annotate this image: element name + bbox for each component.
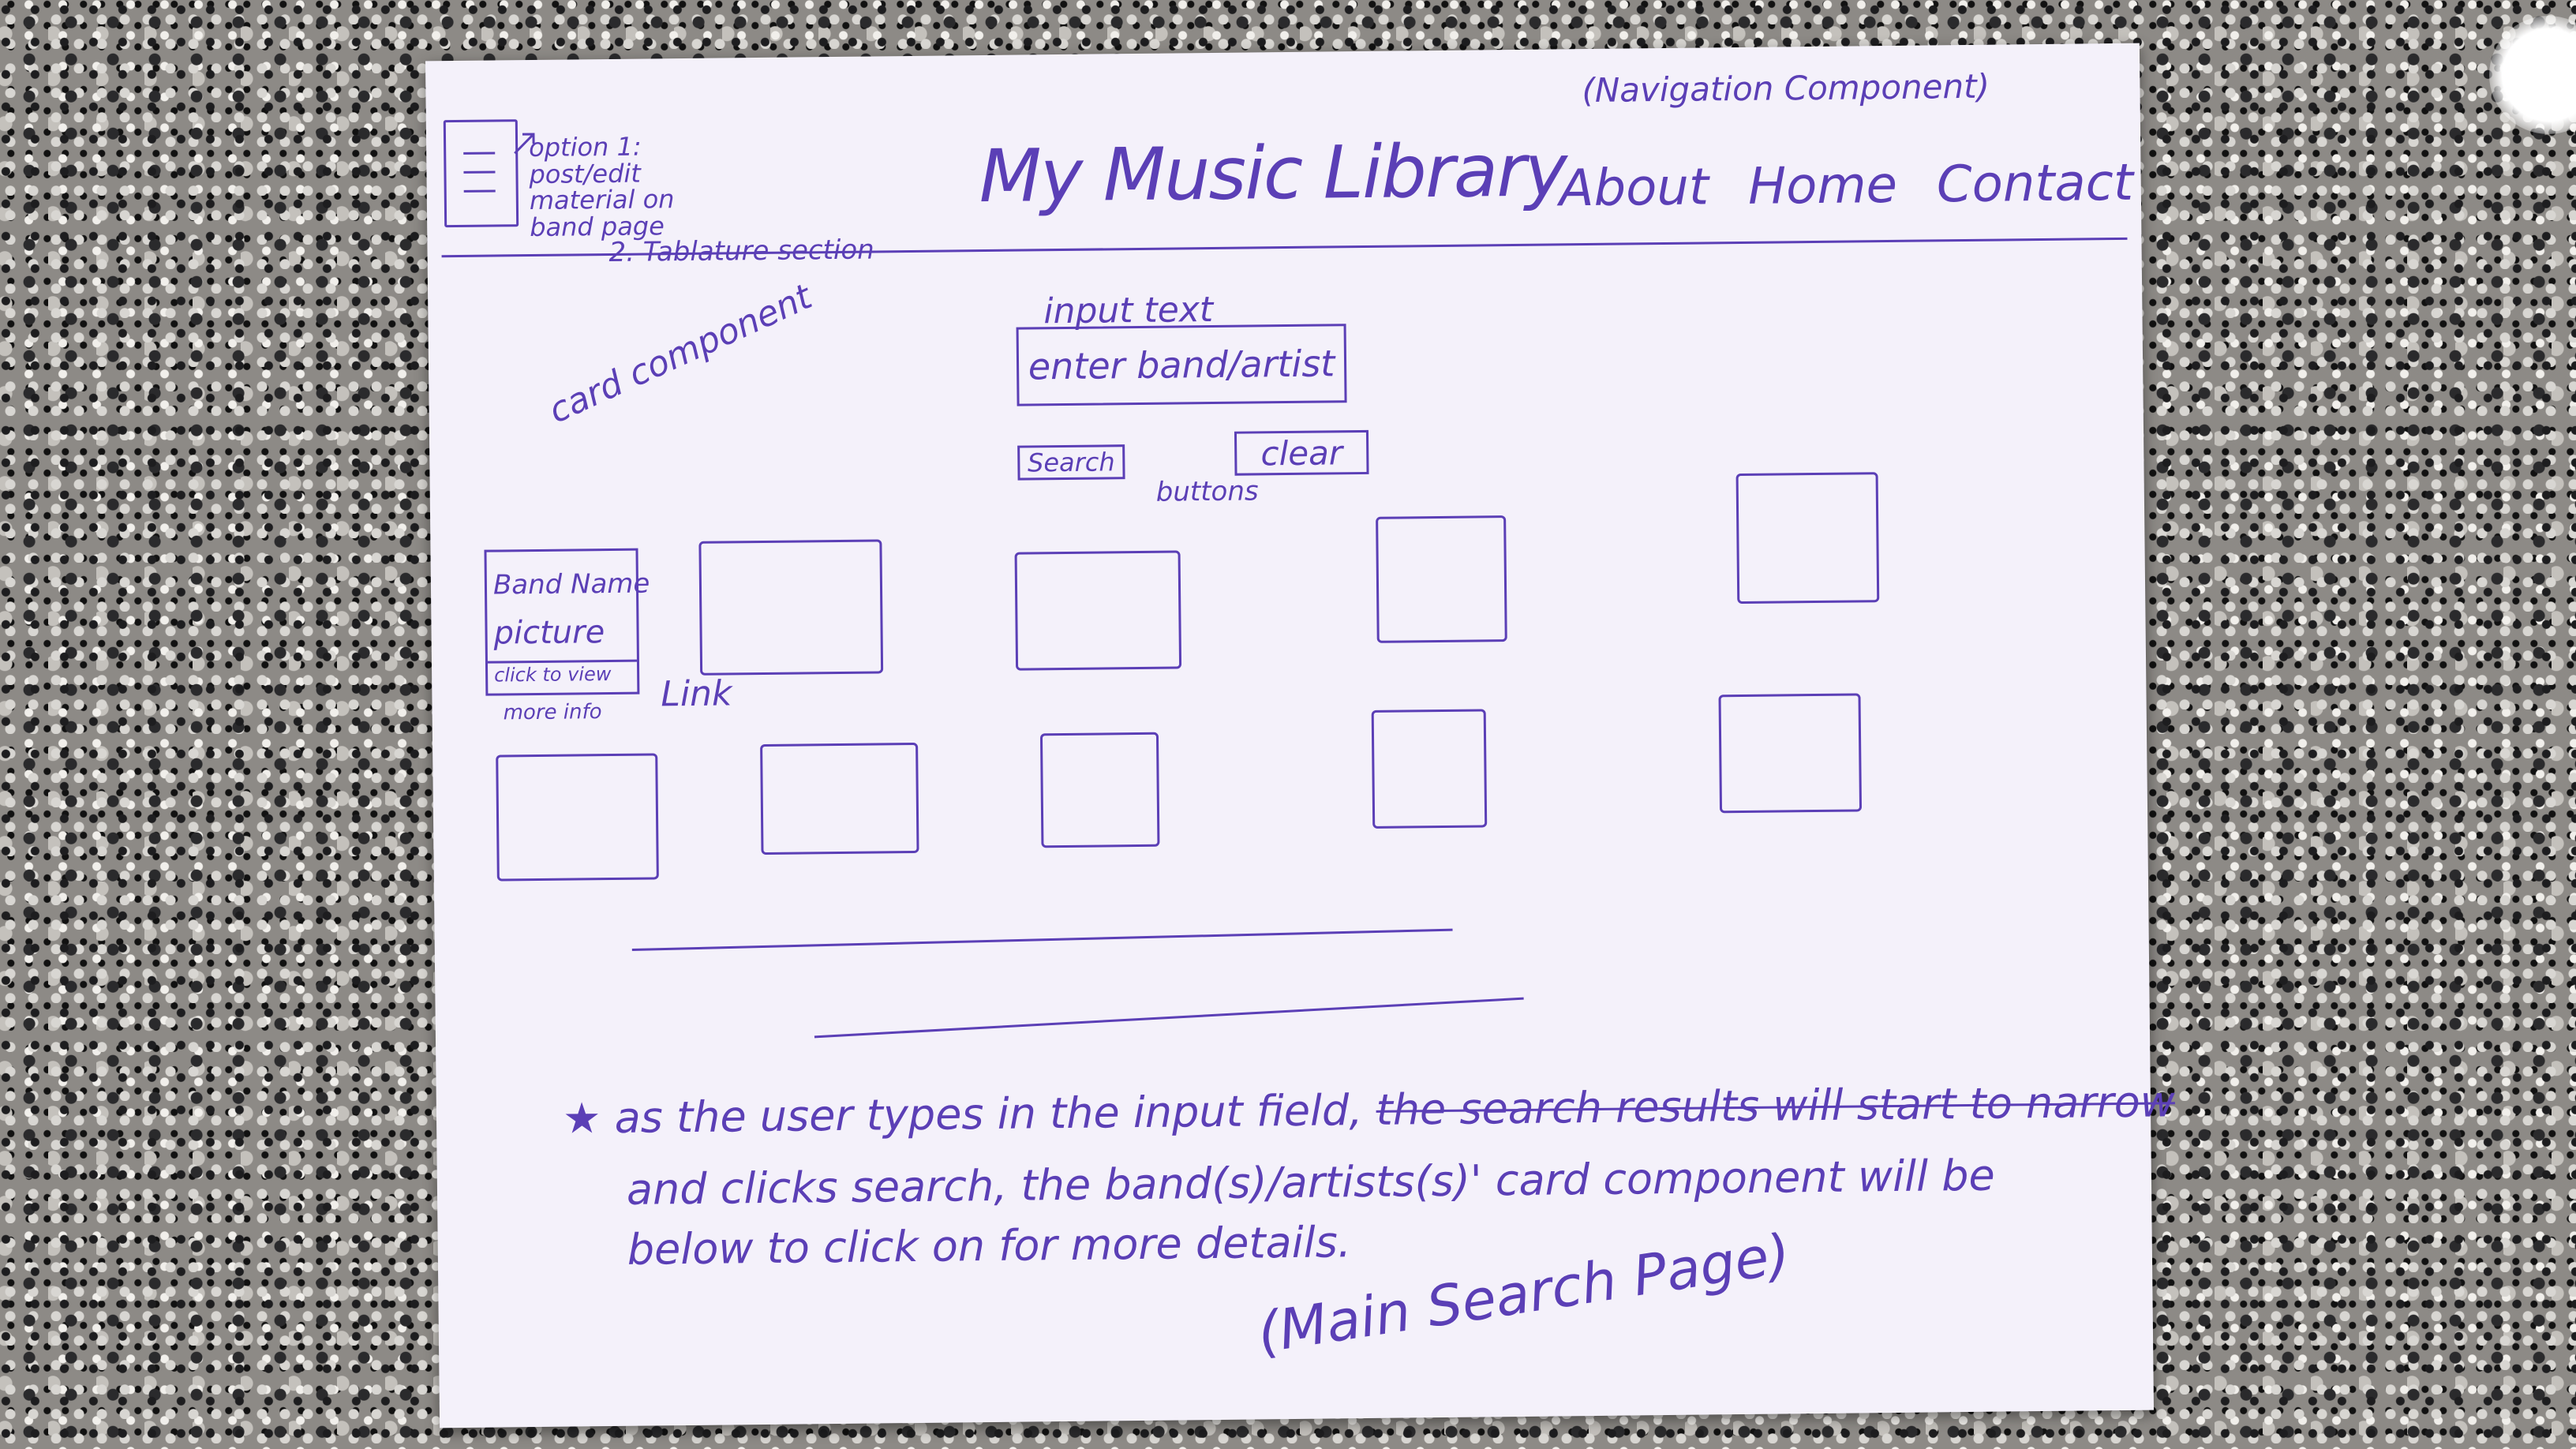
card-placeholder[interactable] [760,742,919,856]
clear-button[interactable]: clear [1234,429,1369,476]
card-more-info: more info [503,700,602,725]
buttons-note: buttons [1155,475,1259,508]
hamburger-menu-icon[interactable] [443,119,519,228]
star-icon: ★ [562,1093,601,1144]
card-placeholder[interactable] [698,539,884,676]
wireframe-sketch: option 1: post/edit material on band pag… [425,43,2175,1428]
footer-note-struck: the search results will start to narrow [1376,1076,2176,1135]
page-title: My Music Library [978,128,1567,219]
footer-note-text: as the user types in the input field, [614,1085,1363,1143]
card-picture: picture [493,614,605,652]
link-note: Link [661,673,732,715]
nav-contact-link[interactable]: Contact [1936,153,2134,215]
light-glare [2489,16,2576,134]
card-band-name: Band Name [492,567,650,601]
card-placeholder[interactable] [1376,515,1507,643]
card-placeholder[interactable] [1371,709,1488,829]
arrow-icon [514,133,535,155]
card-placeholder[interactable] [1735,472,1880,605]
card-component-note: card component [542,276,818,432]
card-placeholder[interactable] [496,753,659,882]
separator-line [631,928,1453,951]
footer-note: ★ as the user types in the input field, … [563,1076,2176,1143]
sample-card[interactable]: Band Name picture click to view [484,548,650,696]
card-link[interactable]: click to view [493,662,612,687]
card-placeholder[interactable] [1718,693,1863,814]
search-button[interactable]: Search [1017,444,1125,481]
nav-home-link[interactable]: Home [1747,155,1898,216]
search-input[interactable]: enter band/artist [1016,324,1347,406]
card-placeholder[interactable] [1039,732,1160,848]
footer-note-continued: and clicks search, the band(s)/artists(s… [626,1150,1996,1275]
navigation-component-note: (Navigation Component) [1582,66,1990,110]
card-placeholder[interactable] [1014,550,1182,671]
menu-option-1-note: option 1: post/edit material on band pag… [528,131,675,242]
separator-line [814,997,1524,1039]
nav-about-link[interactable]: About [1559,158,1709,219]
navigation-bar: About Home Contact [1559,154,2133,219]
